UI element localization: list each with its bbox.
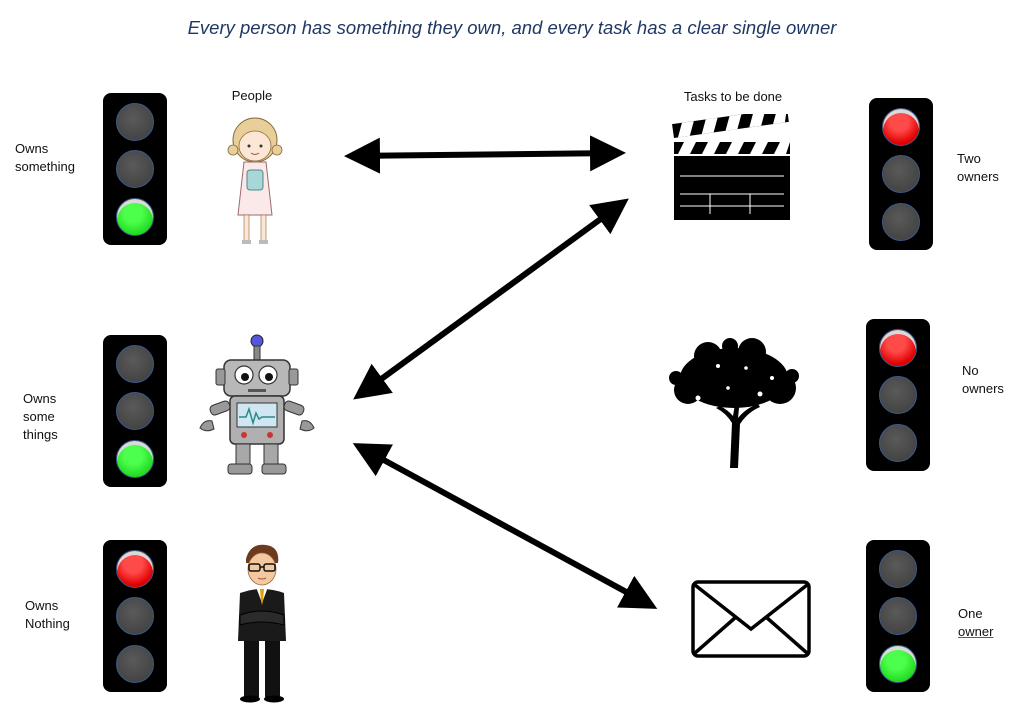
traffic-light-task-2	[866, 319, 930, 471]
traffic-light-task-1	[869, 98, 933, 250]
amber-lamp	[879, 597, 917, 635]
amber-lamp	[116, 597, 154, 635]
green-lamp	[882, 202, 920, 241]
arrow-robot-clapperboard	[353, 198, 629, 400]
woman-icon	[227, 117, 283, 244]
amber-lamp	[879, 376, 917, 414]
red-lamp	[116, 344, 154, 383]
red-lamp	[116, 102, 154, 141]
tasks-header: Tasks to be done	[683, 89, 783, 104]
tree-icon	[669, 338, 799, 468]
arrow-woman-clapperboard	[344, 135, 626, 174]
arrow-robot-envelope	[352, 443, 658, 609]
green-lamp	[879, 423, 917, 462]
red-lamp	[879, 328, 917, 367]
businessman-icon	[238, 544, 286, 703]
traffic-light-task-3	[866, 540, 930, 692]
traffic-light-person-1	[103, 93, 167, 245]
green-lamp	[116, 644, 154, 683]
diagram-title: Every person has something they own, and…	[187, 17, 837, 38]
clapperboard-icon	[672, 114, 790, 220]
amber-lamp	[116, 392, 154, 430]
amber-lamp	[116, 150, 154, 188]
red-lamp	[882, 107, 920, 146]
traffic-light-person-3	[103, 540, 167, 692]
red-lamp	[879, 549, 917, 588]
robot-icon	[199, 334, 315, 475]
amber-lamp	[882, 155, 920, 193]
people-header: People	[231, 88, 273, 103]
red-lamp	[116, 549, 154, 588]
green-lamp	[116, 197, 154, 236]
traffic-light-person-2	[103, 335, 167, 487]
green-lamp	[116, 439, 154, 478]
green-lamp	[879, 644, 917, 683]
envelope-icon	[691, 580, 811, 658]
